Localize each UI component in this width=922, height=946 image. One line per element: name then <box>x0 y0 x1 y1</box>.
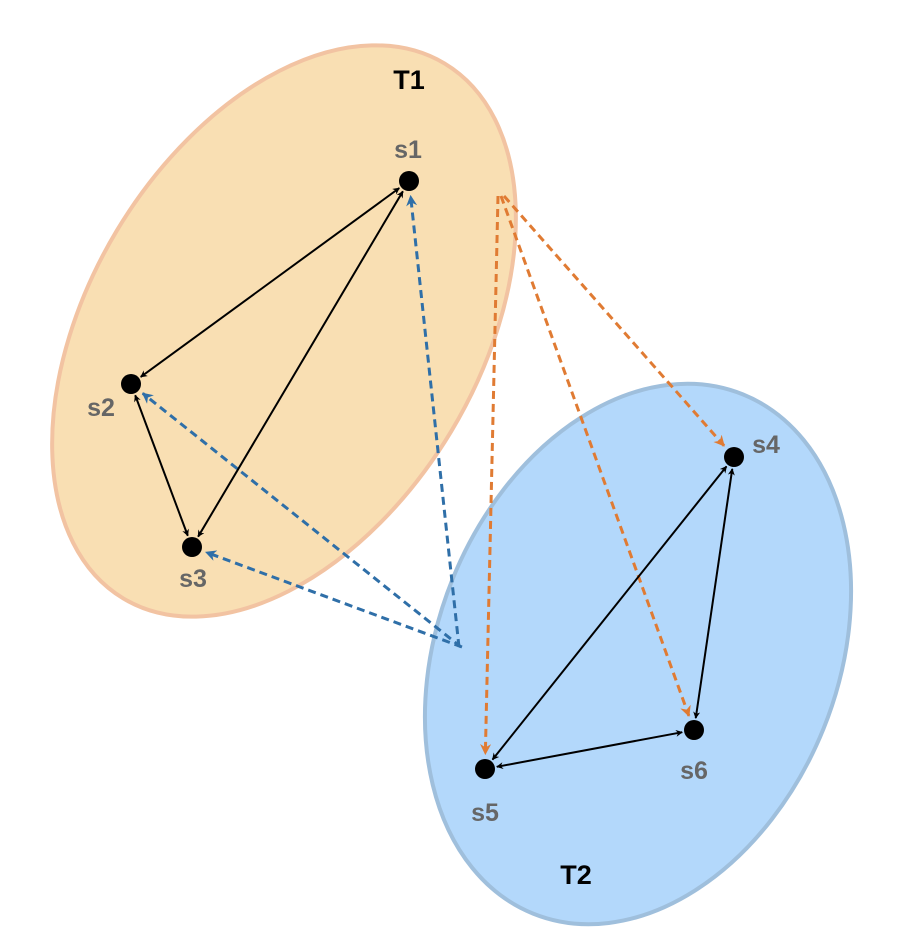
node-s2-label: s2 <box>87 394 115 422</box>
node-s3 <box>182 537 202 557</box>
nodes <box>121 171 744 779</box>
dashed-edges <box>141 194 726 756</box>
solid-edges <box>134 187 735 770</box>
dashed-edge-t1-s5 <box>480 195 500 756</box>
node-s3-label: s3 <box>179 565 207 593</box>
edge-s2-s3 <box>134 394 189 537</box>
node-s4-label: s4 <box>752 431 780 459</box>
cluster-t1-title: T1 <box>393 65 425 95</box>
edge-s4-s5 <box>491 465 728 761</box>
node-s6 <box>684 720 704 740</box>
node-s5 <box>475 759 495 779</box>
node-s4 <box>724 447 744 467</box>
node-s2 <box>121 374 141 394</box>
labels: T1 T2 s1 s2 s3 s4 s5 s6 <box>87 65 780 890</box>
node-s5-label: s5 <box>471 799 499 827</box>
node-s1 <box>399 171 419 191</box>
dashed-edge-t1-s4 <box>502 195 726 447</box>
node-s1-label: s1 <box>394 136 422 164</box>
dashed-edge-t2-s2 <box>141 392 462 649</box>
edge-s4-s6 <box>693 468 735 719</box>
dashed-edge-t2-s1 <box>406 194 461 648</box>
edge-s5-s6 <box>496 729 683 770</box>
edge-s1-s3 <box>197 190 404 538</box>
dashed-edge-t2-s3 <box>205 550 463 649</box>
cluster-t2-title: T2 <box>560 860 592 890</box>
node-s6-label: s6 <box>680 757 708 785</box>
